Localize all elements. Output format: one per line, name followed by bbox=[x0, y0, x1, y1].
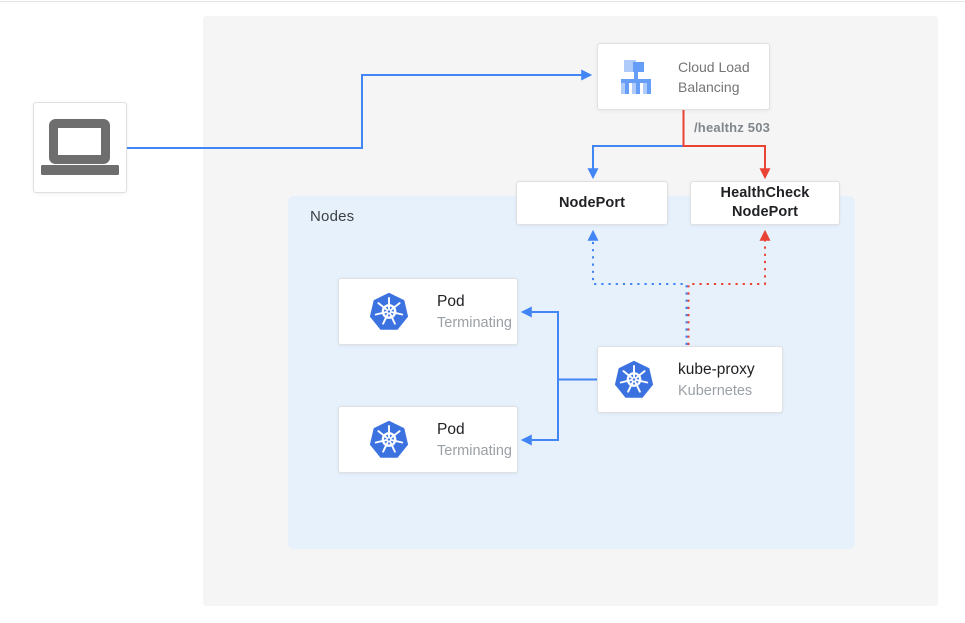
kube-proxy-subtitle: Kubernetes bbox=[678, 382, 753, 399]
load-balancer-icon bbox=[621, 59, 651, 94]
kubernetes-icon bbox=[614, 360, 654, 398]
laptop-icon bbox=[41, 118, 119, 175]
nodeport-box: NodePort bbox=[516, 181, 668, 225]
pod-title: Pod bbox=[437, 292, 465, 310]
nodes-label: Nodes bbox=[310, 208, 355, 225]
kube-proxy-title: kube-proxy bbox=[678, 360, 755, 378]
pod-status: Terminating bbox=[437, 442, 512, 459]
kube-proxy-box: kube-proxy Kubernetes bbox=[597, 346, 783, 413]
client-box bbox=[33, 102, 127, 193]
kubernetes-icon bbox=[369, 292, 409, 330]
cloud-load-balancing-box: Cloud Load Balancing bbox=[597, 43, 770, 110]
pod-box-2: Pod Terminating bbox=[338, 406, 518, 473]
healthz-label: /healthz 503 bbox=[694, 120, 771, 135]
cloud-load-balancing-label: Cloud Load Balancing bbox=[678, 58, 750, 95]
pod-box-1: Pod Terminating bbox=[338, 278, 518, 345]
top-divider bbox=[0, 1, 965, 2]
pod-title: Pod bbox=[437, 420, 465, 438]
healthcheck-nodeport-box: HealthCheck NodePort bbox=[690, 181, 840, 225]
pod-status: Terminating bbox=[437, 314, 512, 331]
kubernetes-icon bbox=[369, 420, 409, 458]
